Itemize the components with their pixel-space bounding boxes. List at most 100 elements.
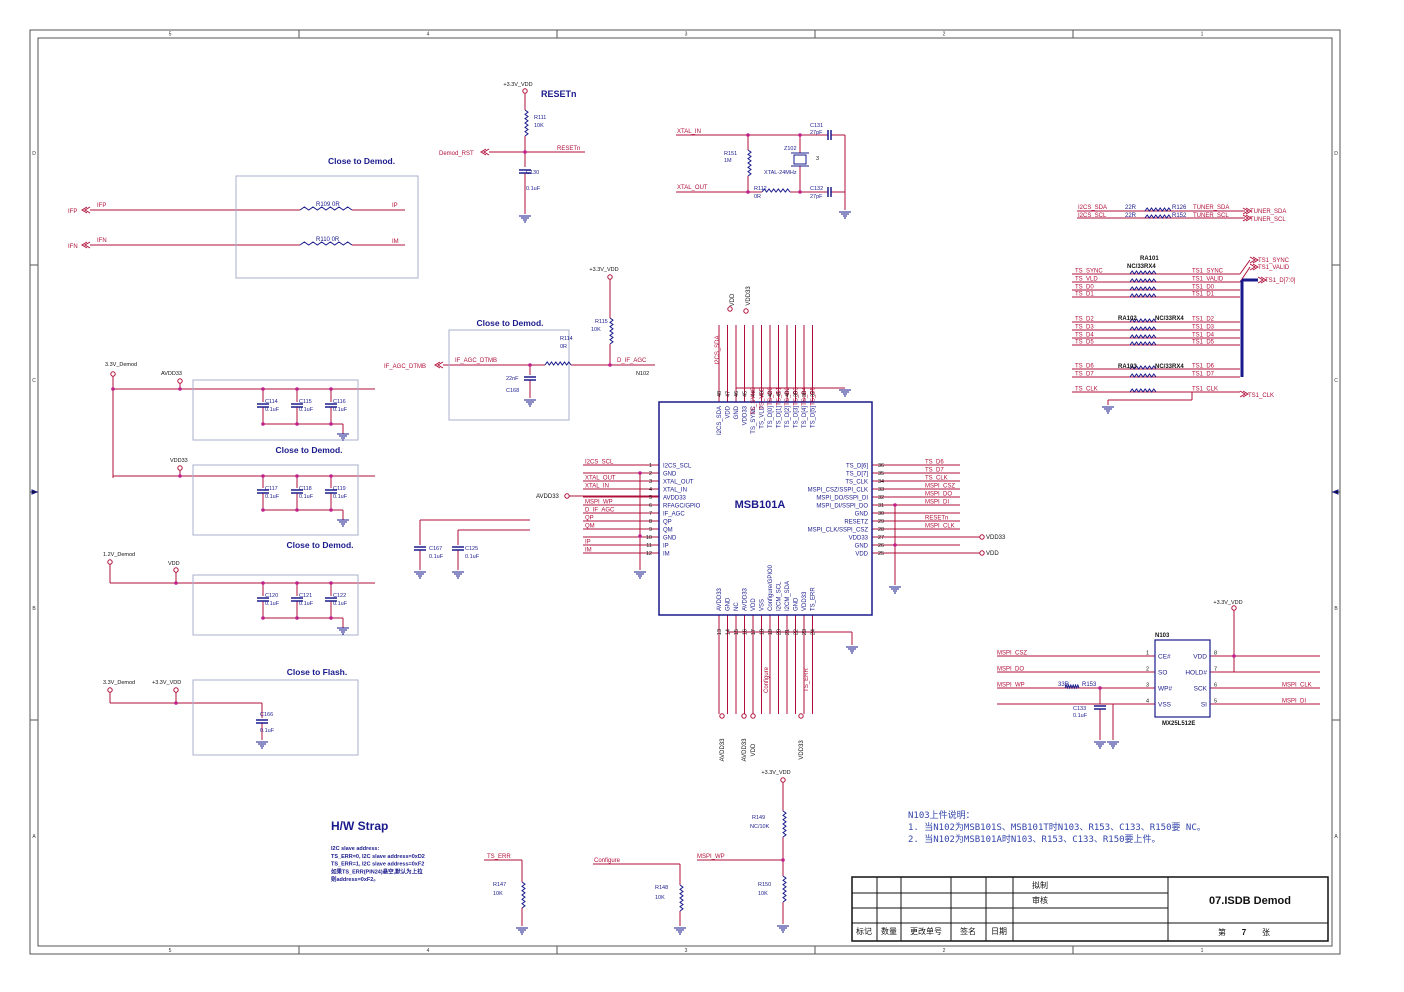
chip-net-label: VDD33	[746, 286, 752, 306]
frame-row-mark: B	[1334, 606, 1338, 612]
chip-net-label: TS_CLK	[925, 476, 948, 482]
rail-vdd-label: VDD	[168, 561, 180, 567]
flash-pin-number: 4	[1146, 699, 1149, 705]
ts-right-net: TS1_D7	[1192, 372, 1215, 378]
resistor-r152-ref: R152	[1172, 213, 1187, 219]
title-block-header: 签名	[960, 926, 976, 936]
chip-pin-number: 19	[768, 629, 774, 635]
capacitor-c130-val: 0.1uF	[526, 186, 541, 192]
close-to-demod-note: Close to Demod.	[328, 156, 395, 166]
chip-pin-name: IP	[663, 544, 669, 550]
ts-left-net: TS_D1	[1075, 292, 1094, 298]
ts-left-net: TS_CLK	[1075, 387, 1098, 393]
chip-avdd33-label: AVDD33	[536, 494, 560, 500]
chip-pin-name: TS_D[5]	[811, 406, 817, 428]
title-block-check: 审核	[1032, 895, 1048, 905]
junction-dot	[261, 387, 265, 391]
power-port-icon	[743, 308, 749, 314]
flash-net-label: MSPI_DO	[997, 667, 1024, 673]
chip-net-label: IM	[585, 548, 592, 554]
agc-supply-label: +3.3V_VDD	[589, 267, 618, 273]
frame-column-mark: 2	[943, 948, 946, 954]
frame-row-mark: D	[1334, 151, 1338, 157]
rail-3v3-vdd-label: +3.3V_VDD	[152, 680, 181, 686]
power-port-icon	[177, 465, 183, 471]
chip-pin-number: 38	[802, 391, 808, 397]
flash-pin-name: VSS	[1158, 702, 1172, 709]
flash-pin-number: 3	[1146, 683, 1149, 689]
chip-net-label: XTAL_OUT	[585, 476, 616, 482]
resistor-array-element	[1129, 334, 1157, 339]
junction-dot	[261, 581, 265, 585]
power-port-icon	[798, 713, 804, 719]
power-port-icon	[750, 713, 756, 719]
chip-pin-number: 29	[878, 519, 884, 525]
flash-pin-number: 6	[1214, 683, 1217, 689]
chip-net-label: RESETn	[925, 516, 948, 522]
ground-icon	[777, 925, 789, 933]
hw-strap-note: I2C slave address:	[331, 846, 379, 852]
resistor-array-element	[1129, 286, 1157, 291]
resistor-r126-val: 22R	[1125, 205, 1137, 211]
hw-strap-note: TS_ERR=0, I2C slave address=0xD2	[331, 854, 425, 860]
ground-icon	[337, 627, 349, 635]
capacitor-ref-label: C119	[333, 486, 346, 492]
chip-net-label: TS_ERR	[804, 667, 810, 691]
frame-row-mark: A	[32, 834, 36, 840]
reset-title: RESETn	[541, 89, 577, 99]
capacitor-c114	[257, 403, 269, 408]
capacitor-ref-label: C117	[265, 486, 278, 492]
chip-pin-name: NC	[734, 602, 740, 611]
power-port-icon	[780, 777, 786, 783]
capacitor-c130-ref: C130	[526, 170, 539, 176]
ts-right-net: TS1_D1	[1192, 292, 1215, 298]
resistor-array-element	[1129, 388, 1157, 393]
chip-pin-name: VDD	[726, 405, 732, 418]
close-to-demod-note: Close to Demod.	[286, 540, 353, 550]
strap-net-mspi-wp: MSPI_WP	[697, 854, 725, 860]
capacitor-c167	[414, 546, 426, 551]
ts-left-net: TS_D4	[1075, 333, 1094, 339]
title-block-draw: 拟制	[1032, 880, 1048, 890]
chip-pin-name: TS_D[0]	[768, 406, 774, 428]
n103-note: N103上件说明：	[908, 809, 975, 821]
resistor-r112-ref: R112	[754, 186, 767, 192]
capacitor-c116	[325, 403, 337, 408]
junction-dot	[174, 581, 178, 585]
ts-left-net: TS_D7	[1075, 372, 1094, 378]
capacitor-c121	[291, 597, 303, 602]
ts-left-net: TS_D6	[1075, 364, 1094, 370]
flash-pin-name: SI	[1201, 702, 1207, 709]
ground-icon	[414, 571, 426, 579]
chip-pin-name: GND	[663, 536, 677, 542]
title-block-page-suffix: 张	[1262, 928, 1270, 937]
junction-dot	[295, 581, 299, 585]
frame-column-mark: 3	[685, 948, 688, 954]
resistor-array-element	[1129, 326, 1157, 331]
decoupling-box-avdd33	[192, 379, 359, 441]
chip-net-label: IP	[585, 540, 591, 546]
junction-dot	[295, 387, 299, 391]
net-label-tuner-scl: TUNER_SCL	[1193, 213, 1229, 219]
resistor-r115-val: 10K	[591, 327, 601, 333]
ground-icon	[634, 571, 646, 579]
chip-pin-name: RESETZ	[844, 520, 868, 526]
chip-pin-number: 33	[878, 487, 884, 493]
frame-arrow-icon	[1331, 489, 1339, 495]
decoupling-box-flash	[192, 679, 359, 756]
resistor-array-element	[1129, 341, 1157, 346]
chip-pin-name: VDD33	[802, 591, 808, 611]
chip-pin-name: QM	[663, 528, 673, 534]
chip-pin-number: 15	[734, 629, 740, 635]
resistor-array-element	[1129, 318, 1157, 323]
chip-pin-number: 40	[785, 391, 791, 397]
ground-icon	[839, 389, 851, 397]
capacitor-c168-ref: C168	[506, 388, 519, 394]
resistor-r114-val: 0R	[560, 344, 567, 350]
hw-strap-note: TS_ERR=1, I2C slave address=0xF2	[331, 862, 424, 868]
chip-vdd-label: VDD	[986, 551, 999, 557]
ground-icon	[1094, 741, 1106, 749]
flash-pin-name: CE#	[1158, 654, 1171, 661]
chip-pin-name: GND	[855, 544, 869, 550]
resistor-r110-label: R110 0R	[316, 237, 340, 243]
